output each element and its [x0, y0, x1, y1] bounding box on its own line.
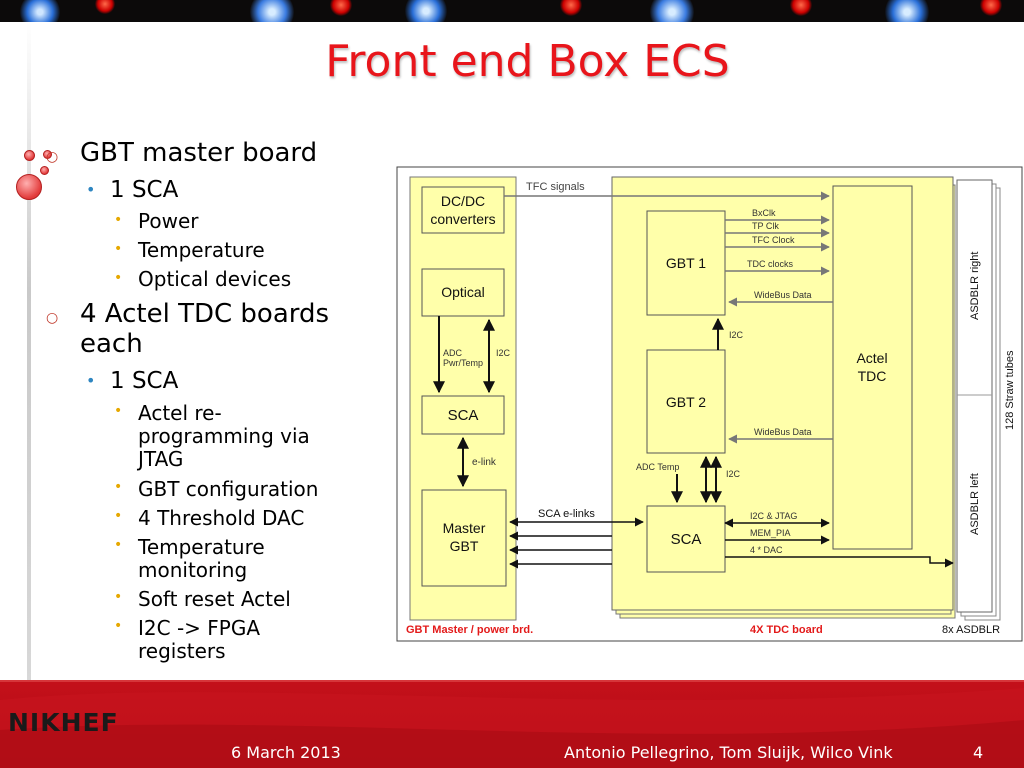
bullet-text: 4 Actel TDC boards — [80, 299, 330, 329]
bullet-text: JTAG — [138, 447, 184, 471]
widebus2-label: WideBus Data — [754, 427, 812, 437]
adctemp-label: ADC Temp — [636, 462, 679, 472]
bullet-marker: • — [114, 403, 123, 419]
decor-dot-small — [43, 150, 52, 159]
bullet-text: Temperature — [138, 238, 265, 262]
sca-left-block — [421, 395, 505, 435]
sca-right-label: SCA — [671, 531, 702, 548]
sca-elinks-label: SCA e-links — [538, 508, 595, 520]
gbt2-label: GBT 2 — [666, 394, 706, 410]
master-gbt-block — [421, 489, 507, 587]
asdblr-left-label: ASDBLR left — [969, 473, 981, 535]
top-banner — [0, 0, 1024, 22]
widebus1-label: WideBus Data — [754, 290, 812, 300]
optical-block — [421, 268, 505, 317]
dcdc-label: DC/DC — [441, 193, 485, 209]
dac-label: 4 * DAC — [750, 545, 783, 555]
bullet-text: Power — [138, 209, 199, 233]
bullet-marker: • — [114, 508, 123, 524]
bullet-text: Actel re- — [138, 401, 222, 425]
asdblr-board — [956, 179, 993, 613]
caption-middle: 4X TDC board — [750, 624, 823, 636]
decor-dot-large — [16, 174, 42, 200]
bullet-text: each — [80, 329, 143, 359]
mempia-label: MEM_PIA — [750, 528, 791, 538]
elink-label: e-link — [472, 457, 497, 468]
bullet-marker: • — [114, 479, 123, 495]
left-decor-line — [27, 22, 31, 690]
bullet-text: monitoring — [138, 558, 248, 582]
footer-authors: Antonio Pellegrino, Tom Sluijk, Wilco Vi… — [564, 743, 893, 762]
bullet-text: registers — [138, 639, 226, 663]
tfc-signals-label: TFC signals — [526, 181, 585, 193]
i2cjtag-label: I2C & JTAG — [750, 511, 797, 521]
master-gbt-label: Master — [443, 520, 486, 536]
footer-band — [0, 680, 1024, 768]
sca-left-label: SCA — [448, 407, 479, 424]
i2c-left-label: I2C — [496, 348, 511, 358]
gbt2-block — [646, 349, 726, 454]
tdcclocks-label: TDC clocks — [747, 259, 794, 269]
gbt1-block — [646, 210, 726, 316]
bullet-text: GBT configuration — [138, 477, 319, 501]
actel-tdc-label: TDC — [858, 368, 887, 384]
optical-label: Optical — [441, 284, 485, 300]
straw-tubes-label: 128 Straw tubes — [1004, 350, 1016, 430]
bullet-marker: • — [86, 371, 96, 390]
tpclk-label: TP Clk — [752, 221, 779, 231]
sca-right-block — [646, 505, 726, 573]
bullet-marker: • — [114, 270, 123, 286]
adc-label: ADC — [443, 348, 463, 358]
bullet-marker: • — [114, 537, 123, 553]
block-diagram: DC/DC converters Optical SCA Master GBT … — [396, 166, 1023, 642]
bullet-marker: • — [114, 589, 123, 605]
dcdc-block — [421, 186, 505, 234]
decor-dot-small — [40, 166, 49, 175]
master-gbt-label: GBT — [450, 538, 479, 554]
caption-right: 8x ASDBLR — [942, 624, 1000, 636]
bullet-text: 1 SCA — [110, 177, 179, 203]
bullet-text: 1 SCA — [110, 368, 179, 394]
footer-date: 6 March 2013 — [231, 743, 341, 762]
bullet-text: programming via — [138, 424, 310, 448]
footer-wave — [0, 680, 1024, 768]
actel-tdc-block — [832, 185, 913, 550]
bxclk-label: BxClk — [752, 208, 776, 218]
dac-arrow — [725, 556, 954, 568]
bullet-text: GBT master board — [80, 138, 318, 168]
bullet-marker: • — [114, 241, 123, 257]
caption-left: GBT Master / power brd. — [406, 624, 533, 636]
bullet-marker: • — [114, 212, 123, 228]
nikhef-logo: NIKHEF — [8, 708, 119, 737]
footer-page-number: 4 — [973, 743, 984, 762]
decor-dot-small — [24, 150, 35, 161]
bullet-text: I2C -> FPGA — [138, 616, 261, 640]
bullet-marker: ○ — [46, 149, 59, 165]
slide-title: Front end Box ECS — [325, 36, 730, 87]
tfcclock-label: TFC Clock — [752, 235, 795, 245]
adc-label: Pwr/Temp — [443, 358, 483, 368]
bullet-text: Temperature — [138, 535, 265, 559]
actel-tdc-label: Actel — [856, 350, 887, 366]
bullet-marker: ○ — [46, 310, 59, 326]
bullet-text: Optical devices — [138, 267, 292, 291]
bullet-text: Soft reset Actel — [138, 587, 291, 611]
bullet-text: 4 Threshold DAC — [138, 506, 305, 530]
i2c-sca-label: I2C — [726, 469, 741, 479]
i2c-gbt-label: I2C — [729, 330, 744, 340]
bullet-marker: • — [86, 180, 96, 199]
asdblr-right-label: ASDBLR right — [969, 252, 981, 320]
gbt1-label: GBT 1 — [666, 255, 706, 271]
bullet-marker: • — [114, 618, 123, 634]
dcdc-label: converters — [430, 211, 495, 227]
